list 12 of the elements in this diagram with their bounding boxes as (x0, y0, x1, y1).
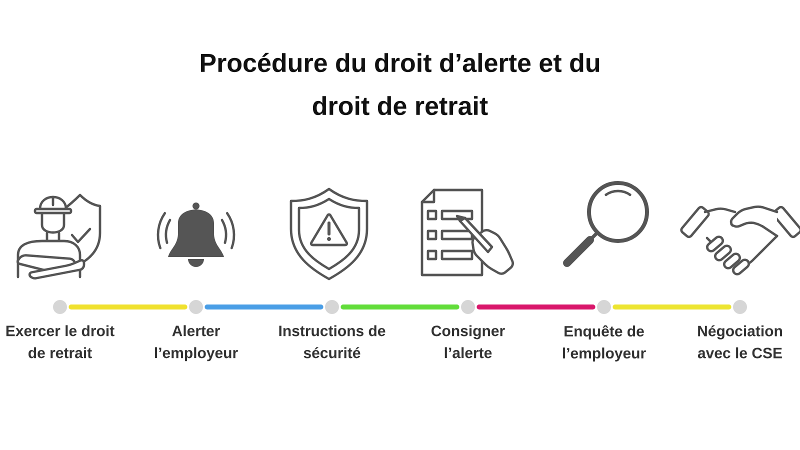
step-label: Enquête de l’employeur (562, 325, 646, 362)
brush-stroke (68, 304, 188, 310)
brush-stroke (612, 304, 732, 310)
brush-stroke (340, 304, 460, 310)
step-label: Alerter l’employeur (154, 325, 238, 362)
title: Procédure du droit d’alerte et du droit de retrait (200, 52, 600, 116)
step-label: Exercer le droit de retrait (6, 325, 114, 358)
step-label: Instructions de sécurité (279, 325, 386, 358)
step-label: Consigner l’alerte (432, 325, 505, 358)
step-label: Négociation avec le CSE (698, 325, 782, 358)
brush-stroke (204, 304, 324, 310)
brush-stroke (476, 304, 596, 310)
